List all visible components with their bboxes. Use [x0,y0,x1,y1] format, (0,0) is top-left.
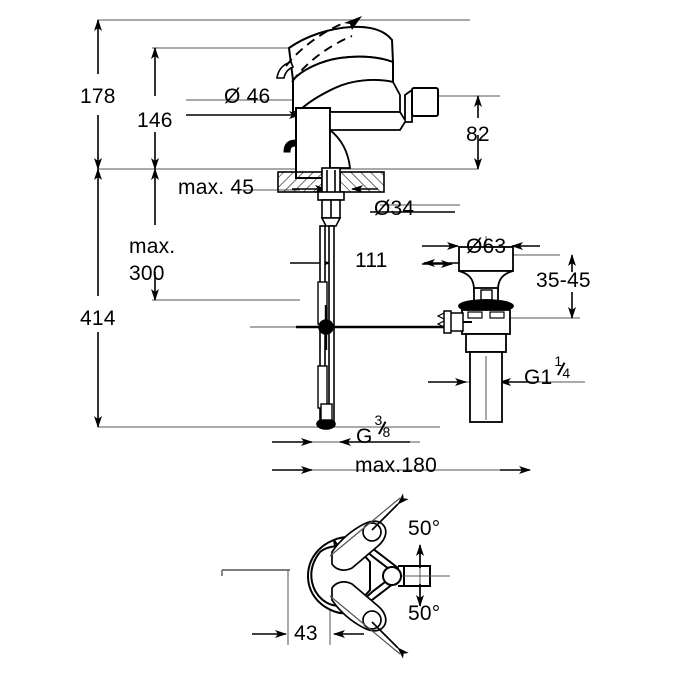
popup-waste-body [458,246,514,423]
dim-label-max45: max. 45 [178,176,255,199]
waste-thread-text: G1 [524,366,553,389]
dim-label-shank-diameter: Ø34 [374,197,415,220]
dim-label-waste-flange-diameter: Ø63 [466,235,507,258]
dim-label-414: 414 [80,307,116,330]
dim-label-35-45: 35-45 [536,269,591,292]
mounting-shank-assembly [317,167,345,227]
top-view-swivel-outlines [331,520,387,632]
dim-label-43: 43 [294,622,318,645]
supply-thread-denominator: 8 [382,424,391,440]
dim-label-spout-diameter: Ø 46 [224,85,271,108]
dim-label-max300-line2: 300 [129,262,165,285]
popup-waste-side-nut [436,310,472,334]
supply-thread-text: G [356,425,373,448]
waste-thread-denominator: 4 [562,365,571,381]
dim-label-angle-upper: 50° [408,517,441,540]
horizontal-dimension-43 [252,570,364,645]
supply-thread-numerator: 3 [374,412,383,428]
dim-label-111: 111 [355,249,388,272]
dim-label-178: 178 [80,85,116,108]
top-view-angle-leaders [221,493,450,659]
dim-label-146: 146 [137,109,173,132]
lever-handle-open-tip [344,16,362,30]
dim-label-angle-lower: 50° [408,602,441,625]
lever-handle-open-position [285,22,353,83]
dim-label-max180: max.180 [355,454,437,477]
horizontal-dimension-dia63 [422,242,540,268]
countertop-section [277,171,385,193]
dim-label-max300-line1: max. [129,235,176,258]
faucet-body-elevation [276,25,439,179]
waste-thread-numerator: 1 [554,353,563,369]
dim-label-82: 82 [466,123,490,146]
popup-waste-linkage-rod [250,305,452,350]
